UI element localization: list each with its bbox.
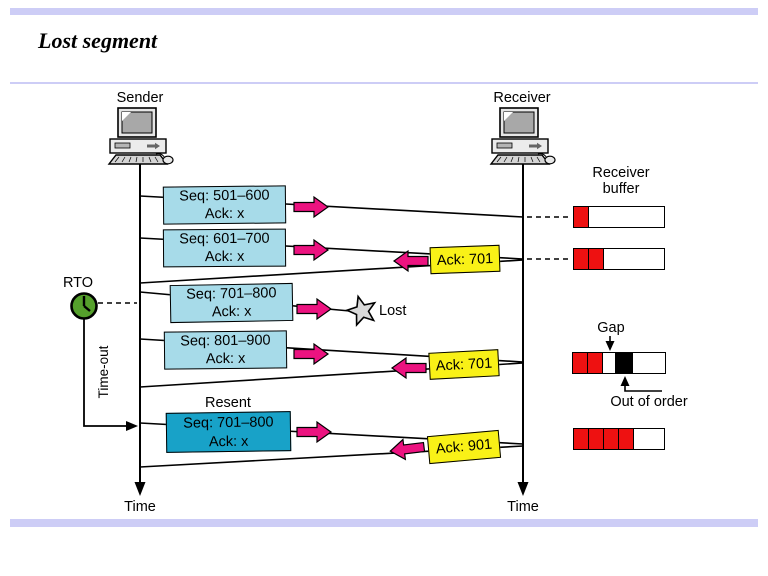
- buffer-cell: [589, 207, 664, 227]
- sender-computer-icon: [108, 107, 174, 165]
- buffer-cell: [574, 429, 589, 449]
- segment-box-501-600: Seq: 501–600 Ack: x: [162, 185, 287, 225]
- segment-seq-text: Seq: 701–800: [186, 285, 277, 303]
- rto-clock-icon: [70, 292, 98, 320]
- ack3-arrow-icon: [388, 436, 426, 462]
- receiver-computer-icon: [490, 107, 556, 165]
- segment-ack-text: Ack: x: [204, 248, 245, 265]
- receiver-timeline: [517, 164, 529, 496]
- buffer-cell: [603, 353, 616, 373]
- segment-seq-text: Seq: 701–800: [183, 414, 274, 432]
- dashed-connectors: [98, 216, 571, 304]
- sender-timeline: [134, 164, 146, 496]
- buffer-cell: [574, 207, 589, 227]
- segment-ack-text: Ack: x: [205, 350, 246, 367]
- buffer-cell: [633, 353, 665, 373]
- receiver-buffer-state-1: [573, 206, 665, 228]
- receiver-time-label: Time: [507, 499, 539, 515]
- receiver-buffer-state-4: [573, 428, 665, 450]
- lost-star-icon: [344, 294, 377, 327]
- top-divider-bar: [10, 8, 758, 15]
- title-underline: [10, 82, 758, 84]
- lost-label: Lost: [379, 303, 407, 319]
- segment-ack-text: Ack: x: [211, 303, 252, 320]
- segment-seq-text: Seq: 801–900: [180, 332, 271, 350]
- receiver-buffer-label: Receiver buffer: [576, 165, 666, 197]
- sender-label: Sender: [116, 90, 164, 106]
- segment-box-701-800: Seq: 701–800 Ack: x: [169, 282, 294, 324]
- out-of-order-pointer-arrow: [620, 376, 662, 392]
- gap-pointer-arrow: [605, 336, 615, 351]
- resent-arrow-icon: [296, 421, 332, 443]
- buffer-cell: [573, 353, 588, 373]
- buffer-cell: [589, 249, 604, 269]
- buffer-cell: [589, 429, 604, 449]
- buffer-cell: [634, 429, 664, 449]
- receiver-buffer-label-line1: Receiver: [592, 165, 650, 181]
- rto-label: RTO: [62, 275, 94, 291]
- segment-ack-text: Ack: x: [208, 433, 249, 450]
- timeout-label: Time-out: [96, 345, 111, 399]
- out-of-order-label: Out of order: [610, 394, 688, 410]
- buffer-cell: [616, 353, 633, 373]
- segment-seq-text: Seq: 601–700: [179, 230, 270, 248]
- segment1-arrow-icon: [293, 196, 329, 218]
- segment3-arrow-icon: [296, 298, 332, 320]
- receiver-buffer-label-line2: buffer: [602, 181, 640, 197]
- ack-box-701-first: Ack: 701: [429, 244, 501, 275]
- gap-label: Gap: [597, 320, 625, 336]
- buffer-cell: [619, 429, 634, 449]
- buffer-cell: [604, 249, 664, 269]
- buffer-cell: [604, 429, 619, 449]
- segment-ack-text: Ack: x: [204, 205, 245, 222]
- segment2-arrow-icon: [293, 239, 329, 261]
- receiver-buffer-state-3: [572, 352, 666, 374]
- segment-box-801-900: Seq: 801–900 Ack: x: [163, 330, 288, 370]
- receiver-label: Receiver: [493, 90, 551, 106]
- ack-box-701-second: Ack: 701: [428, 349, 500, 380]
- bottom-divider-bar: [10, 519, 758, 527]
- buffer-cell: [588, 353, 603, 373]
- timeout-line: [83, 319, 138, 431]
- segment-box-601-700: Seq: 601–700 Ack: x: [162, 228, 287, 268]
- segment4-arrow-icon: [293, 343, 329, 365]
- receiver-buffer-state-2: [573, 248, 665, 270]
- resent-segment-box: Seq: 701–800 Ack: x: [165, 411, 292, 453]
- page-title: Lost segment: [38, 28, 158, 53]
- segment-seq-text: Seq: 501–600: [179, 187, 270, 205]
- sender-time-label: Time: [124, 499, 156, 515]
- resent-label: Resent: [205, 395, 251, 411]
- ack2-arrow-icon: [391, 357, 427, 379]
- buffer-cell: [574, 249, 589, 269]
